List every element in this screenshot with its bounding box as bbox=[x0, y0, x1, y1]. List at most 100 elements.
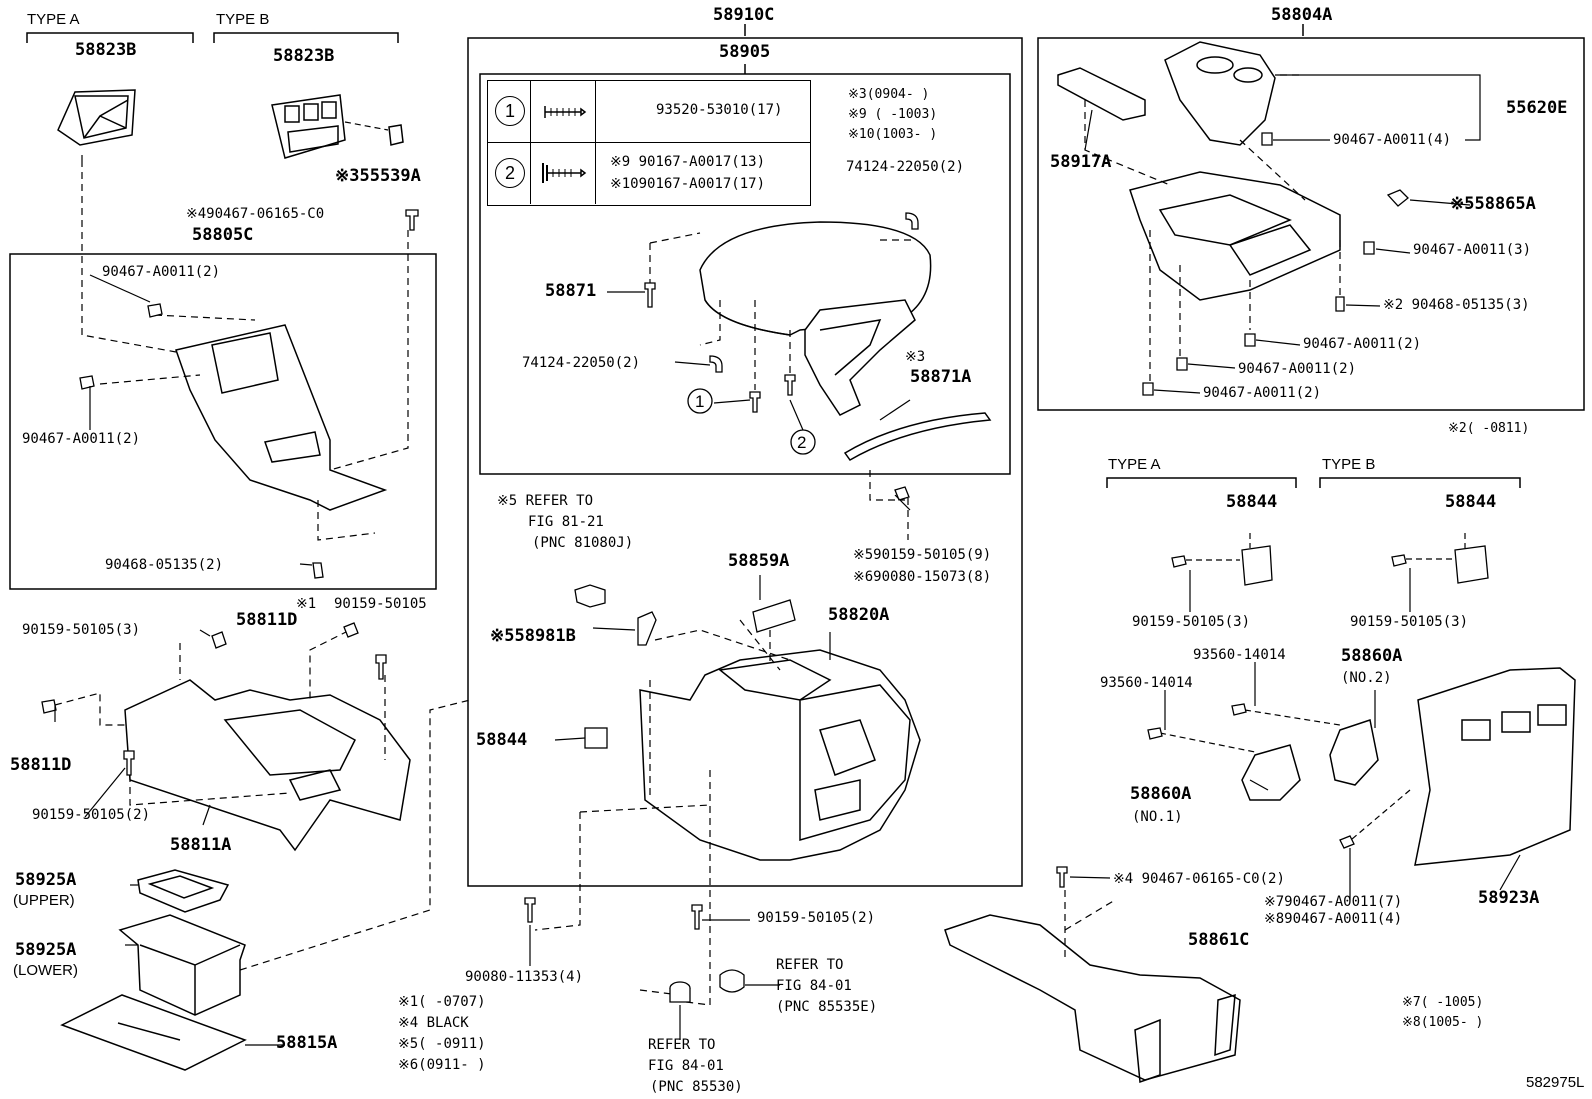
label-58917a: 58917A bbox=[1050, 152, 1112, 172]
label-58925a-lower-note: (LOWER) bbox=[13, 962, 78, 979]
label-90468-05135-3: ※2 90468-05135(3) bbox=[1383, 297, 1530, 313]
ref-81-21-line3: (PNC 81080J) bbox=[532, 535, 634, 551]
label-58859a: 58859A bbox=[728, 551, 790, 571]
label-58844-a: 58844 bbox=[1226, 492, 1278, 512]
label-58844-mid: 58844 bbox=[476, 730, 528, 750]
cap-85535e bbox=[719, 969, 745, 993]
bezel-58823b-b bbox=[271, 94, 346, 159]
section-type-b-right: TYPE B bbox=[1322, 456, 1376, 473]
screws-armrest bbox=[644, 282, 796, 413]
legend-row-1: 1 93520-53010(17) bbox=[488, 81, 810, 143]
callout-circle-1: 1 bbox=[695, 392, 705, 411]
trim-58917a bbox=[1057, 67, 1146, 121]
trim-strip-58871a bbox=[843, 412, 992, 461]
label-58871: 58871 bbox=[545, 281, 597, 301]
label-90467-a0011-2c: 90467-A0011(2) bbox=[1303, 336, 1422, 352]
label-90467-06165-c0-top: ※490467-06165-C0 bbox=[186, 206, 325, 222]
washer-screw-icon bbox=[531, 143, 596, 204]
note-5: ※5( -0911) bbox=[398, 1036, 486, 1052]
label-58981b: ※558981B bbox=[490, 626, 576, 646]
note-4: ※4 BLACK bbox=[398, 1015, 469, 1031]
bolts-center-bottom bbox=[524, 897, 703, 930]
label-58925a-lower: 58925A bbox=[15, 940, 77, 960]
label-90467-a0011-3: 90467-A0011(3) bbox=[1413, 242, 1532, 258]
callout-circle-2: 2 bbox=[797, 433, 807, 452]
bolts-90159-50105 bbox=[41, 622, 387, 776]
label-90467-a0011-2a: 90467-A0011(2) bbox=[102, 264, 221, 280]
label-58811d-top: 58811D bbox=[236, 610, 298, 630]
console-box-58820a bbox=[639, 649, 921, 861]
label-55539a: ※355539A bbox=[335, 166, 421, 186]
armrest-lid-58905 bbox=[699, 221, 932, 416]
legend-part-2b: ※1090167-A0017(17) bbox=[610, 176, 766, 192]
label-58844-b: 58844 bbox=[1445, 492, 1497, 512]
label-58860a-2: 58860A bbox=[1341, 646, 1403, 666]
label-58820a: 58820A bbox=[828, 605, 890, 625]
ref-81-21-line1: ※5 REFER TO bbox=[497, 493, 594, 509]
label-90467-a0011-4b: ※890467-A0011(4) bbox=[1264, 911, 1403, 927]
label-58811d-left: 58811D bbox=[10, 755, 72, 775]
label-93560-14014-a: 93560-14014 bbox=[1193, 647, 1286, 663]
label-58860a-2-note: (NO.2) bbox=[1341, 670, 1392, 686]
clip-90467-a0011 bbox=[79, 209, 419, 579]
section-type-a-right: TYPE A bbox=[1108, 456, 1161, 473]
switch-58844-b bbox=[1391, 545, 1489, 584]
ref-84-01-e-line1: REFER TO bbox=[776, 957, 844, 973]
label-90159-50105-2b: 90159-50105(2) bbox=[757, 910, 876, 926]
label-90467-a0011-4: 90467-A0011(4) bbox=[1333, 132, 1452, 148]
label-58815a: 58815A bbox=[276, 1033, 338, 1053]
duct-58861c bbox=[944, 914, 1241, 1084]
label-93560-14014-b: 93560-14014 bbox=[1100, 675, 1193, 691]
note-2: ※2( -0811) bbox=[1448, 421, 1530, 436]
label-90159-50105-9: ※590159-50105(9) bbox=[853, 547, 992, 563]
label-58805c: 58805C bbox=[192, 225, 254, 245]
note-9-range: ※9 ( -1003) bbox=[848, 107, 938, 122]
label-58860a-1-note: (NO.1) bbox=[1132, 809, 1183, 825]
ref-84-01-line1: REFER TO bbox=[648, 1037, 716, 1053]
ref-84-01-line2: FIG 84-01 bbox=[648, 1058, 724, 1074]
tray-58925a-lower bbox=[118, 914, 246, 1016]
bracket-58981b bbox=[574, 584, 657, 646]
note-mark-3: ※3 bbox=[905, 349, 926, 365]
socket-85530 bbox=[669, 981, 691, 1003]
console-panel-58805c bbox=[175, 324, 388, 511]
label-58861c: 58861C bbox=[1188, 930, 1250, 950]
label-58804a: 58804A bbox=[1271, 5, 1333, 25]
label-90159-50105-top: 90159-50105 bbox=[334, 596, 427, 612]
note-6: ※6(0911- ) bbox=[398, 1057, 486, 1073]
label-58910c: 58910C bbox=[713, 5, 775, 25]
label-90159-50105-2a: 90159-50105(2) bbox=[32, 807, 151, 823]
label-58823b-b: 58823B bbox=[273, 46, 335, 66]
label-58925a-upper: 58925A bbox=[15, 870, 77, 890]
label-90080-15073-8: ※690080-15073(8) bbox=[853, 569, 992, 585]
label-90467-a0011-7: ※790467-A0011(7) bbox=[1264, 894, 1403, 910]
label-90467-a0011-2d: 90467-A0011(2) bbox=[1238, 361, 1357, 377]
vent-58860a-1 bbox=[1241, 744, 1301, 801]
switch-58844-mid bbox=[584, 727, 608, 749]
label-90080-11353-4: 90080-11353(4) bbox=[465, 969, 584, 985]
mat-58815a bbox=[60, 994, 247, 1071]
ref-84-01-line3: (PNC 85530) bbox=[650, 1079, 743, 1095]
label-90159-50105-3a: 90159-50105(3) bbox=[22, 622, 141, 638]
screw-icon bbox=[531, 81, 596, 142]
note-7: ※7( -1005) bbox=[1402, 995, 1484, 1010]
legend-number-1: 1 bbox=[495, 96, 525, 126]
bezel-58823b-a bbox=[57, 89, 136, 146]
console-body-58811a bbox=[124, 679, 411, 852]
label-90467-a0011-2b: 90467-A0011(2) bbox=[22, 431, 141, 447]
vent-58860a-2 bbox=[1329, 719, 1379, 786]
label-58860a-1: 58860A bbox=[1130, 784, 1192, 804]
legend-part-2a: ※9 90167-A0017(13) bbox=[610, 154, 766, 170]
cup-holder-55620e bbox=[1164, 41, 1276, 146]
clips-58804a bbox=[1142, 132, 1409, 396]
console-body-58804a bbox=[1129, 171, 1341, 301]
label-74124-22050-top: 74124-22050(2) bbox=[846, 159, 965, 175]
diagram-id: 582975L bbox=[1526, 1074, 1585, 1091]
label-90467-a0011-2e: 90467-A0011(2) bbox=[1203, 385, 1322, 401]
section-type-a-left: TYPE A bbox=[27, 11, 80, 28]
legend-number-2: 2 bbox=[495, 158, 525, 188]
label-58905: 58905 bbox=[719, 42, 771, 62]
label-90159-50105-3b: 90159-50105(3) bbox=[1132, 614, 1251, 630]
clips-74124-22050 bbox=[709, 212, 919, 373]
